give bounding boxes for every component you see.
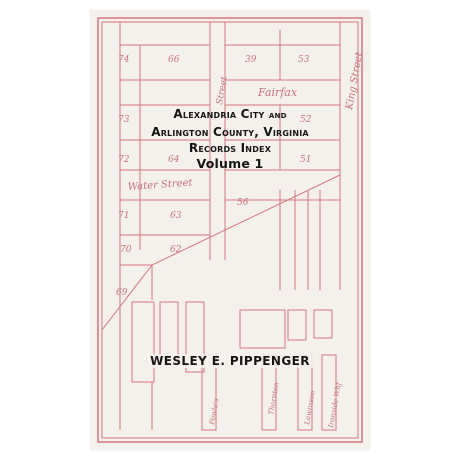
lot-71-label: 71 xyxy=(118,211,129,221)
lot-69-label: 69 xyxy=(116,288,128,298)
book-title: Alexandria City and Arlington County, Vi… xyxy=(90,106,370,172)
lot-70-label: 70 xyxy=(120,245,132,255)
wharf-4-label: Ironside Whf xyxy=(327,380,343,429)
lot-73-label: 73 xyxy=(118,115,130,125)
author-text: Wesley E. Pippenger xyxy=(147,354,313,368)
lot-63-label: 63 xyxy=(170,211,182,221)
title-line-2: Arlington County, Virginia xyxy=(151,125,309,139)
book-cover: 74 66 39 53 73 52 72 64 51 71 63 56 70 6… xyxy=(90,10,370,450)
street-fairfax-label: Fairfax xyxy=(257,86,298,99)
lot-39-label: 39 xyxy=(245,55,257,65)
lot-62-label: 62 xyxy=(170,245,182,255)
title-line-1-main: Alexandria City xyxy=(173,107,265,121)
wharf-1-label: Fowle's xyxy=(208,397,221,426)
author-name: Wesley E. Pippenger xyxy=(90,354,370,368)
lot-52-label: 52 xyxy=(300,115,312,125)
lot-74-label: 74 xyxy=(118,55,130,65)
street-water-label: Water Street xyxy=(127,177,193,193)
lot-64-label: 64 xyxy=(168,155,180,165)
wharf-3-label: Lawrason xyxy=(303,389,317,426)
lot-66-label: 66 xyxy=(168,55,180,65)
map-illustration: 74 66 39 53 73 52 72 64 51 71 63 56 70 6… xyxy=(97,17,365,443)
street-side-label: Street xyxy=(215,75,230,105)
wharf-2-label: Thornton xyxy=(267,381,281,415)
lot-56-label: 56 xyxy=(237,198,249,208)
lot-53-label: 53 xyxy=(298,55,310,65)
title-line-3: Records Index xyxy=(188,141,272,155)
lot-51-label: 51 xyxy=(300,155,311,165)
volume-label: Volume 1 xyxy=(196,156,264,171)
title-line-1-small: and xyxy=(268,110,287,121)
lot-72-label: 72 xyxy=(118,155,130,165)
title-line-1: Alexandria City and xyxy=(90,106,370,124)
